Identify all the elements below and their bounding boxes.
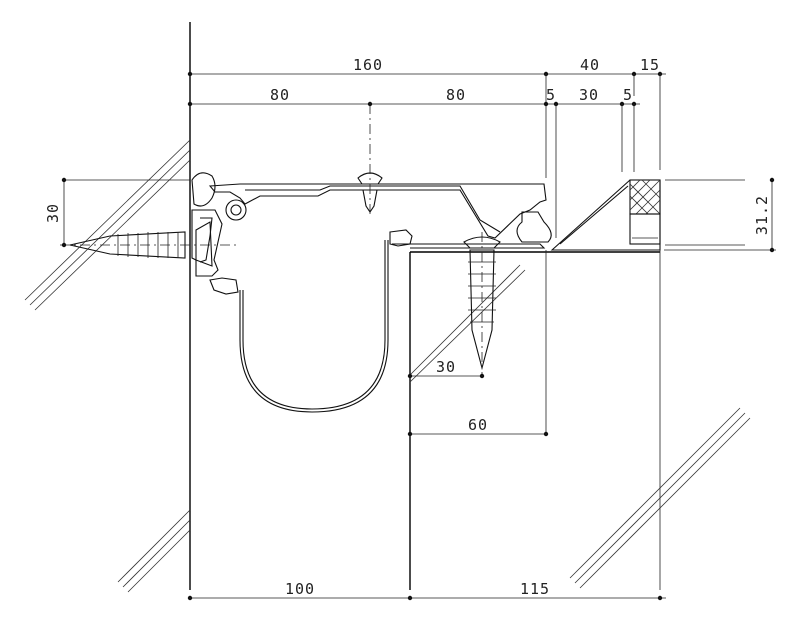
dim-top-160: 160 — [353, 56, 383, 74]
top-screw-head — [357, 172, 383, 185]
anchor-right — [463, 232, 501, 378]
pivot-circle — [225, 199, 247, 221]
filler-base — [629, 213, 661, 245]
right-dowel-ribs — [468, 261, 496, 323]
dim-top-15: 15 — [640, 56, 660, 74]
dim-top-40: 40 — [580, 56, 600, 74]
hatch-inner — [409, 264, 526, 383]
top-screw-shank — [362, 189, 378, 213]
dim-inner-60: 60 — [468, 416, 488, 434]
cover-plate — [208, 183, 547, 239]
ramp-profile — [550, 179, 661, 251]
left-clamp-inner — [199, 217, 213, 263]
anchor-left — [60, 221, 240, 267]
dim-bottom-115: 115 — [520, 580, 550, 598]
structure — [189, 22, 745, 590]
left-lip — [209, 277, 239, 295]
seal-loop — [239, 240, 389, 413]
right-clip — [516, 211, 552, 243]
hatch-left-top — [24, 139, 191, 311]
dim-mid-5b: 5 — [623, 86, 633, 104]
right-screw-head — [463, 236, 501, 249]
hatch-right-bottom — [569, 407, 751, 589]
anchor-top — [357, 104, 383, 216]
ramp-inner — [559, 185, 629, 245]
dim-right-31-2: 31.2 — [753, 195, 771, 235]
dim-bottom-100: 100 — [285, 580, 315, 598]
dim-mid-80-right: 80 — [446, 86, 466, 104]
dim-left-30: 30 — [44, 203, 62, 223]
right-dowel — [469, 249, 495, 371]
dim-inner-30: 30 — [436, 358, 456, 376]
dimension-labels: 160 40 15 80 80 5 30 5 30 31.2 30 60 100… — [44, 56, 771, 598]
cover-inner — [245, 185, 501, 233]
filler-crosshatch — [629, 179, 661, 215]
dim-mid-30: 30 — [579, 86, 599, 104]
left-screw-head — [195, 221, 213, 267]
dim-mid-5a: 5 — [546, 86, 556, 104]
hatch-left-bottom — [117, 509, 191, 593]
pivot-inner — [230, 204, 242, 216]
dim-mid-80-left: 80 — [270, 86, 290, 104]
seal-loop-inner — [242, 240, 386, 410]
left-clamp — [191, 209, 223, 277]
break-hatching — [24, 139, 751, 593]
dimension-lines — [61, 71, 776, 601]
head-bulb — [191, 172, 216, 207]
